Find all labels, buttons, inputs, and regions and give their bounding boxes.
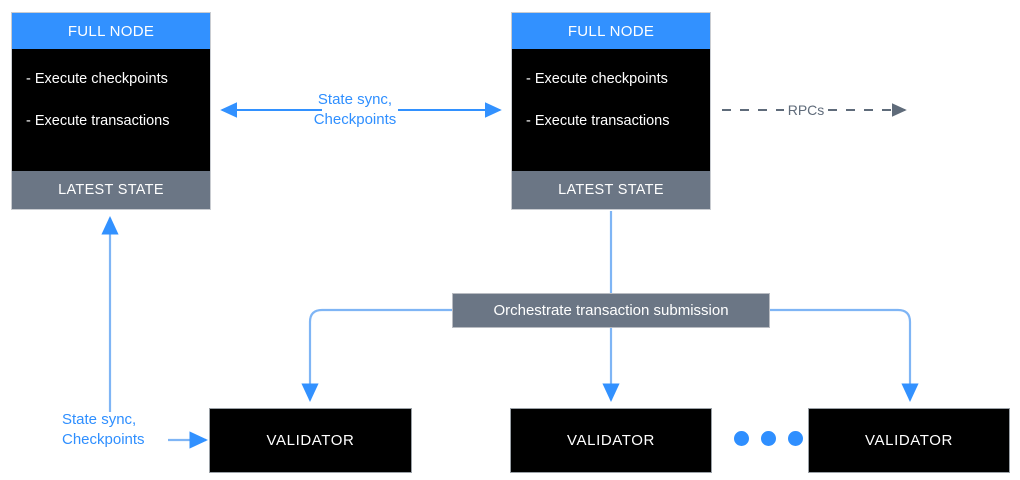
full-node-left-header: FULL NODE bbox=[12, 13, 210, 49]
full-node-left-latest-state: LATEST STATE bbox=[12, 171, 210, 209]
ellipsis-dots-icon bbox=[734, 431, 803, 446]
edge-orchestrator-to-validator-3 bbox=[770, 308, 919, 402]
edge-label-rpcs: RPCs bbox=[787, 102, 825, 118]
full-node-left-bullet-2: - Execute transactions bbox=[26, 113, 170, 129]
edge-label-state-sync-top: State sync, Checkpoints bbox=[313, 91, 397, 128]
edge-label-state-sync-bottom: State sync, Checkpoints bbox=[62, 411, 145, 448]
edge-validator-to-fullnode bbox=[101, 216, 208, 449]
full-node-right-bullet-2: - Execute transactions bbox=[526, 113, 670, 129]
full-node-right-latest-state: LATEST STATE bbox=[512, 171, 710, 209]
validator-2[interactable]: VALIDATOR bbox=[510, 408, 712, 473]
validator-1[interactable]: VALIDATOR bbox=[209, 408, 412, 473]
validator-3[interactable]: VALIDATOR bbox=[808, 408, 1010, 473]
full-node-right-header: FULL NODE bbox=[512, 13, 710, 49]
full-node-right-body: - Execute checkpoints - Execute transact… bbox=[512, 49, 710, 171]
full-node-left-bullet-1: - Execute checkpoints bbox=[26, 71, 168, 87]
full-node-left[interactable]: FULL NODE - Execute checkpoints - Execut… bbox=[11, 12, 211, 210]
validator-3-label: VALIDATOR bbox=[865, 432, 953, 449]
full-node-left-body: - Execute checkpoints - Execute transact… bbox=[12, 49, 210, 171]
full-node-right-bullet-1: - Execute checkpoints bbox=[526, 71, 668, 87]
ellipsis-dot-2 bbox=[761, 431, 776, 446]
validator-2-label: VALIDATOR bbox=[567, 432, 655, 449]
orchestrate-transaction-submission-box[interactable]: Orchestrate transaction submission bbox=[452, 293, 770, 328]
orchestrator-label: Orchestrate transaction submission bbox=[493, 302, 729, 319]
validator-1-label: VALIDATOR bbox=[266, 432, 355, 449]
ellipsis-dot-3 bbox=[788, 431, 803, 446]
ellipsis-dot-1 bbox=[734, 431, 749, 446]
edge-orchestrator-to-validator-1 bbox=[301, 308, 452, 402]
full-node-right[interactable]: FULL NODE - Execute checkpoints - Execut… bbox=[511, 12, 711, 210]
